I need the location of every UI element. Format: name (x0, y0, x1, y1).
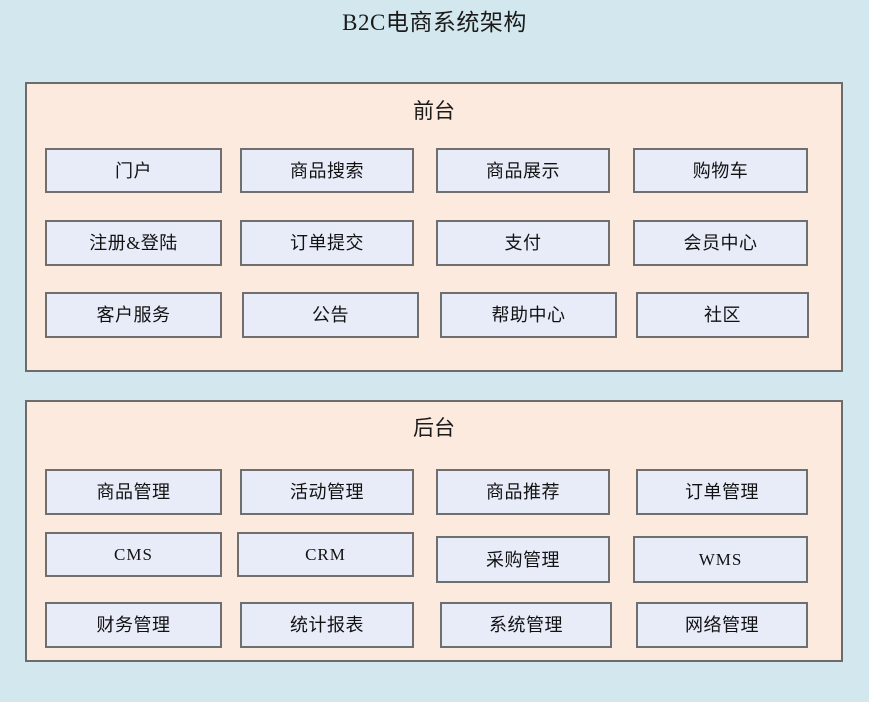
module-box-backend-2-1[interactable]: 统计报表 (240, 602, 414, 648)
module-box-backend-0-2[interactable]: 商品推荐 (436, 469, 610, 515)
module-label: 会员中心 (683, 233, 758, 253)
module-box-backend-0-1[interactable]: 活动管理 (240, 469, 414, 515)
module-label: 系统管理 (489, 615, 563, 635)
module-label: 商品展示 (486, 160, 560, 181)
module-label: 活动管理 (290, 482, 364, 502)
module-label: 网络管理 (685, 615, 759, 635)
module-label: 支付 (504, 233, 542, 253)
module-label: 注册&登陆 (89, 233, 178, 253)
module-box-backend-1-2[interactable]: 采购管理 (436, 536, 610, 583)
module-box-frontend-0-2[interactable]: 商品展示 (436, 148, 610, 193)
module-box-backend-0-3[interactable]: 订单管理 (636, 469, 808, 515)
module-box-backend-2-2[interactable]: 系统管理 (440, 602, 612, 648)
module-label: 门户 (115, 160, 152, 181)
module-label: 社区 (704, 305, 741, 325)
module-label: 采购管理 (486, 549, 560, 570)
module-label: CRM (305, 545, 346, 564)
module-label: WMS (698, 550, 743, 569)
module-label: 商品推荐 (486, 482, 560, 502)
module-box-frontend-2-2[interactable]: 帮助中心 (440, 292, 617, 338)
module-label: 公告 (312, 305, 349, 325)
module-box-backend-1-0[interactable]: CMS (45, 532, 222, 577)
section-title-frontend: 前台 (413, 99, 455, 123)
module-label: 统计报表 (290, 615, 364, 635)
module-label: 商品搜索 (290, 160, 364, 181)
module-box-backend-1-1[interactable]: CRM (237, 532, 414, 577)
module-box-backend-2-0[interactable]: 财务管理 (45, 602, 222, 648)
section-title-backend: 后台 (413, 416, 455, 440)
module-box-frontend-2-1[interactable]: 公告 (242, 292, 419, 338)
module-label: 客户服务 (96, 305, 171, 325)
module-box-frontend-0-3[interactable]: 购物车 (633, 148, 808, 193)
page-title: B2C电商系统架构 (342, 10, 527, 35)
module-label: 帮助中心 (491, 305, 566, 325)
module-label: 订单提交 (290, 233, 364, 253)
module-label: 订单管理 (685, 482, 759, 502)
module-box-frontend-0-1[interactable]: 商品搜索 (240, 148, 414, 193)
module-box-backend-0-0[interactable]: 商品管理 (45, 469, 222, 515)
module-box-frontend-1-2[interactable]: 支付 (436, 220, 610, 266)
module-box-frontend-2-3[interactable]: 社区 (636, 292, 809, 338)
module-box-backend-1-3[interactable]: WMS (633, 536, 808, 583)
module-box-frontend-1-0[interactable]: 注册&登陆 (45, 220, 222, 266)
module-label: 商品管理 (96, 482, 171, 502)
module-label: 财务管理 (96, 615, 171, 635)
module-box-frontend-0-0[interactable]: 门户 (45, 148, 222, 193)
module-label: CMS (114, 545, 153, 564)
module-box-frontend-1-1[interactable]: 订单提交 (240, 220, 414, 266)
module-box-backend-2-3[interactable]: 网络管理 (636, 602, 808, 648)
module-box-frontend-1-3[interactable]: 会员中心 (633, 220, 808, 266)
module-box-frontend-2-0[interactable]: 客户服务 (45, 292, 222, 338)
module-label: 购物车 (692, 160, 749, 181)
